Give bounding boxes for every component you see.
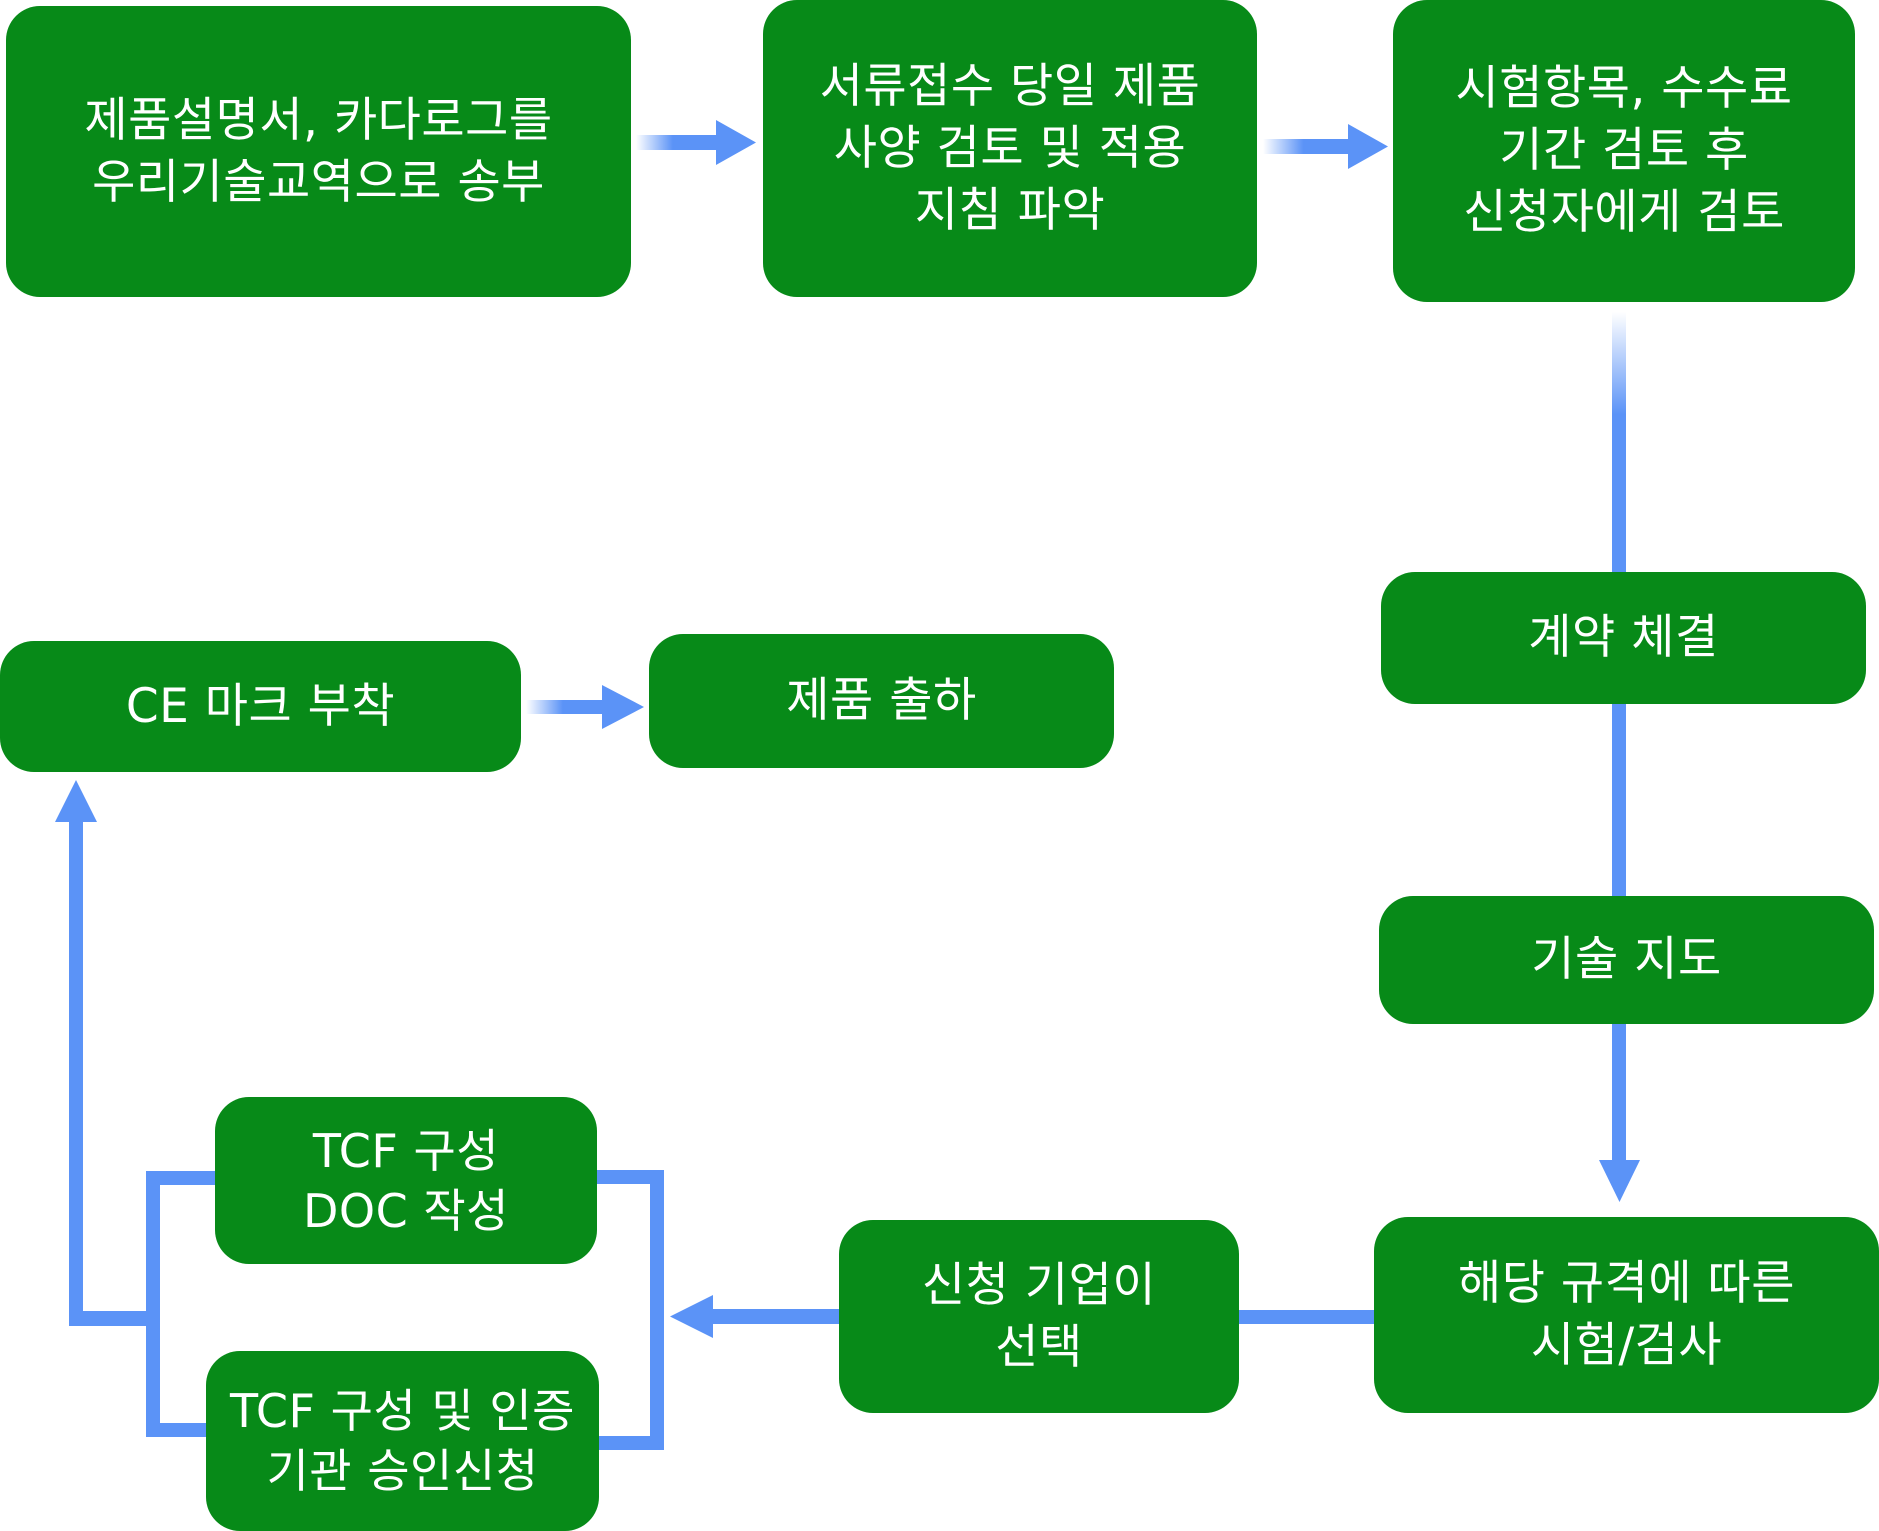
bracket-left-top [146,1171,216,1185]
step-contract-label: 계약 체결 [1528,610,1719,665]
step-submit-catalog-label: 제품설명서, 카다로그를 우리기술교역으로 송부 [84,92,553,210]
step-tech-guidance-label: 기술 지도 [1531,932,1722,987]
arrow-ce-to-shipment-shaft [526,700,608,714]
step-testing: 해당 규격에 따른 시험/검사 [1374,1217,1879,1413]
step-review-fees: 시험항목, 수수료 기간 검토 후 신청자에게 검토 [1393,0,1855,302]
arrow-review-to-fees-head [1348,124,1388,169]
arrow-submit-to-review-head [716,120,756,165]
step-contract: 계약 체결 [1381,572,1866,704]
bracket-left-bottom [146,1423,207,1437]
line-testing-to-choice [1239,1310,1376,1324]
arrow-submit-to-review-shaft [636,135,718,150]
step-ce-mark-label: CE 마크 부착 [125,678,396,734]
step-review-specs: 서류접수 당일 제품 사양 검토 및 적용 지침 파악 [763,0,1257,297]
line-up-to-ce [69,818,83,1326]
step-tcf-body: TCF 구성 및 인증 기관 승인신청 [206,1351,599,1531]
arrow-up-to-ce-head [55,780,97,822]
step-tech-guidance: 기술 지도 [1379,896,1874,1024]
step-ce-mark: CE 마크 부착 [0,641,521,772]
step-tcf-doc-label: TCF 구성 DOC 작성 [302,1123,509,1238]
step-review-fees-label: 시험항목, 수수료 기간 검토 후 신청자에게 검토 [1455,61,1793,240]
bracket-right-bottom [599,1436,664,1450]
step-shipment: 제품 출하 [649,634,1114,768]
step-shipment-label: 제품 출하 [786,673,977,728]
arrow-guidance-to-testing-head [1599,1160,1640,1202]
step-tcf-body-label: TCF 구성 및 인증 기관 승인신청 [230,1384,575,1498]
step-testing-label: 해당 규격에 따른 시험/검사 [1457,1256,1796,1373]
line-choice-to-bracket [710,1309,840,1324]
bracket-left-vertical [146,1171,160,1437]
arrow-choice-to-bracket-head [670,1295,713,1338]
step-tcf-doc: TCF 구성 DOC 작성 [215,1097,597,1264]
bracket-right-top [597,1170,664,1184]
line-fees-to-testing [1612,312,1626,1164]
bracket-right-vertical [650,1170,664,1450]
step-review-specs-label: 서류접수 당일 제품 사양 검토 및 적용 지침 파악 [819,58,1201,238]
arrow-ce-to-shipment-head [602,685,644,729]
step-company-choice-label: 신청 기업이 선택 [921,1257,1157,1375]
step-company-choice: 신청 기업이 선택 [839,1220,1239,1413]
line-bracket-to-ce [69,1311,154,1326]
arrow-review-to-fees-shaft [1263,139,1353,154]
step-submit-catalog: 제품설명서, 카다로그를 우리기술교역으로 송부 [6,6,631,297]
